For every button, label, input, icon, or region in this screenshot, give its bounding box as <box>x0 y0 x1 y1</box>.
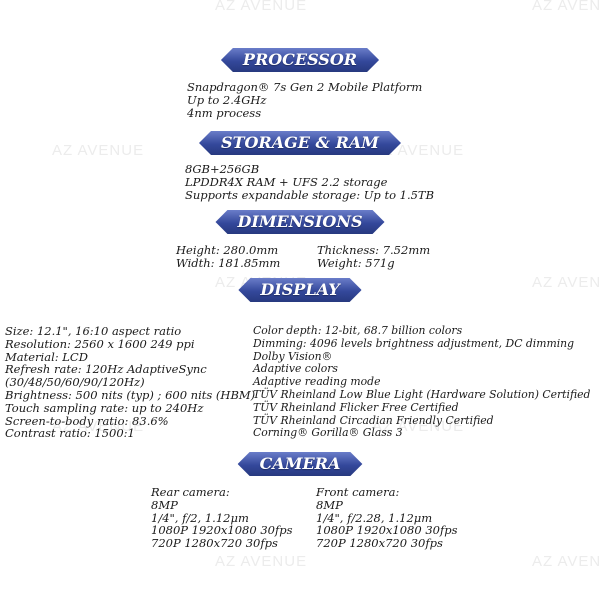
watermark: AZ AVENUE <box>372 418 465 435</box>
spec-line: Dimming: 4096 levels brightness adjustme… <box>253 336 575 350</box>
processor-specs: Snapdragon® 7s Gen 2 Mobile Platform Up … <box>187 81 422 119</box>
watermark: AZ AVENUE <box>52 418 145 435</box>
watermark: AZ AVENUE <box>532 274 600 291</box>
watermark: AZ AVENUE <box>215 553 308 570</box>
spec-line: Supports expandable storage: Up to 1.5TB <box>185 187 435 202</box>
rear-camera-specs: Rear camera: 8MP 1/4", f/2, 1.12μm 1080P… <box>151 486 293 550</box>
front-camera-specs: Front camera: 8MP 1/4", f/2.28, 1.12μm 1… <box>316 486 458 550</box>
dimensions-heading: DIMENSIONS <box>215 210 384 234</box>
watermark: AZ AVENUE <box>532 553 600 570</box>
watermark: AZ AVENUE <box>532 0 600 14</box>
spec-line: Weight: 571g <box>317 255 395 270</box>
spec-line: TÜV Rheinland Flicker Free Certified <box>253 400 459 414</box>
processor-heading: PROCESSOR <box>221 48 379 72</box>
watermark: AZ AVENUE <box>52 142 145 159</box>
spec-line: Adaptive colors <box>253 362 338 376</box>
spec-line: Dolby Vision® <box>253 349 333 363</box>
spec-line: 1/4", f/2.28, 1.12μm <box>316 510 433 525</box>
spec-line: Touch sampling rate: up to 240Hz <box>5 400 204 415</box>
display-heading: DISPLAY <box>238 278 361 302</box>
spec-line: Color depth: 12-bit, 68.7 billion colors <box>253 324 463 337</box>
spec-line: Adaptive reading mode <box>253 375 381 389</box>
spec-line: Contrast ratio: 1500:1 <box>5 426 135 441</box>
spec-line: 8MP <box>151 497 178 512</box>
spec-line: Resolution: 2560 x 1600 249 ppi <box>5 336 195 351</box>
spec-line: 720P 1280x720 30fps <box>316 536 443 551</box>
watermark: AZ AVENUE <box>215 0 308 14</box>
spec-line: Screen-to-body ratio: 83.6% <box>5 413 169 428</box>
display-right: Color depth: 12-bit, 68.7 billion colors… <box>253 324 591 440</box>
spec-line: TÜV Rheinland Low Blue Light (Hardware S… <box>253 387 591 401</box>
storage-specs: 8GB+256GB LPDDR4X RAM + UFS 2.2 storage … <box>185 163 434 201</box>
spec-line: Snapdragon® 7s Gen 2 Mobile Platform <box>187 80 423 94</box>
spec-line: Up to 2.4GHz <box>187 92 267 107</box>
spec-line: (30/48/50/60/90/120Hz) <box>5 375 145 390</box>
spec-line: 720P 1280x720 30fps <box>151 536 278 551</box>
spec-line: 4nm process <box>187 105 262 120</box>
spec-line: Rear camera: <box>151 485 230 499</box>
storage-heading: STORAGE & RAM <box>199 131 401 155</box>
spec-line: 1/4", f/2, 1.12μm <box>151 510 249 525</box>
spec-line: 1080P 1920x1080 30fps <box>316 523 458 538</box>
spec-line: Brightness: 500 nits (typ) ; 600 nits (H… <box>5 387 256 402</box>
spec-line: 8GB+256GB <box>185 162 260 176</box>
dimensions-left: Height: 280.0mm Width: 181.85mm <box>176 244 280 270</box>
spec-line: Corning® Gorilla® Glass 3 <box>253 426 403 440</box>
spec-line: Thickness: 7.52mm <box>317 243 431 257</box>
spec-line: 1080P 1920x1080 30fps <box>151 523 293 538</box>
spec-line: Material: LCD <box>5 349 88 364</box>
spec-line: Size: 12.1", 16:10 aspect ratio <box>5 324 182 338</box>
spec-line: Width: 181.85mm <box>176 255 281 270</box>
spec-line: Front camera: <box>316 485 400 499</box>
camera-heading: CAMERA <box>238 452 363 476</box>
spec-line: TÜV Rheinland Circadian Friendly Certifi… <box>253 413 494 427</box>
spec-line: Refresh rate: 120Hz AdaptiveSync <box>5 362 207 377</box>
dimensions-right: Thickness: 7.52mm Weight: 571g <box>317 244 430 270</box>
spec-line: LPDDR4X RAM + UFS 2.2 storage <box>185 174 388 189</box>
spec-line: Height: 280.0mm <box>176 243 279 257</box>
display-left: Size: 12.1", 16:10 aspect ratio Resoluti… <box>5 325 255 440</box>
spec-line: 8MP <box>316 497 343 512</box>
